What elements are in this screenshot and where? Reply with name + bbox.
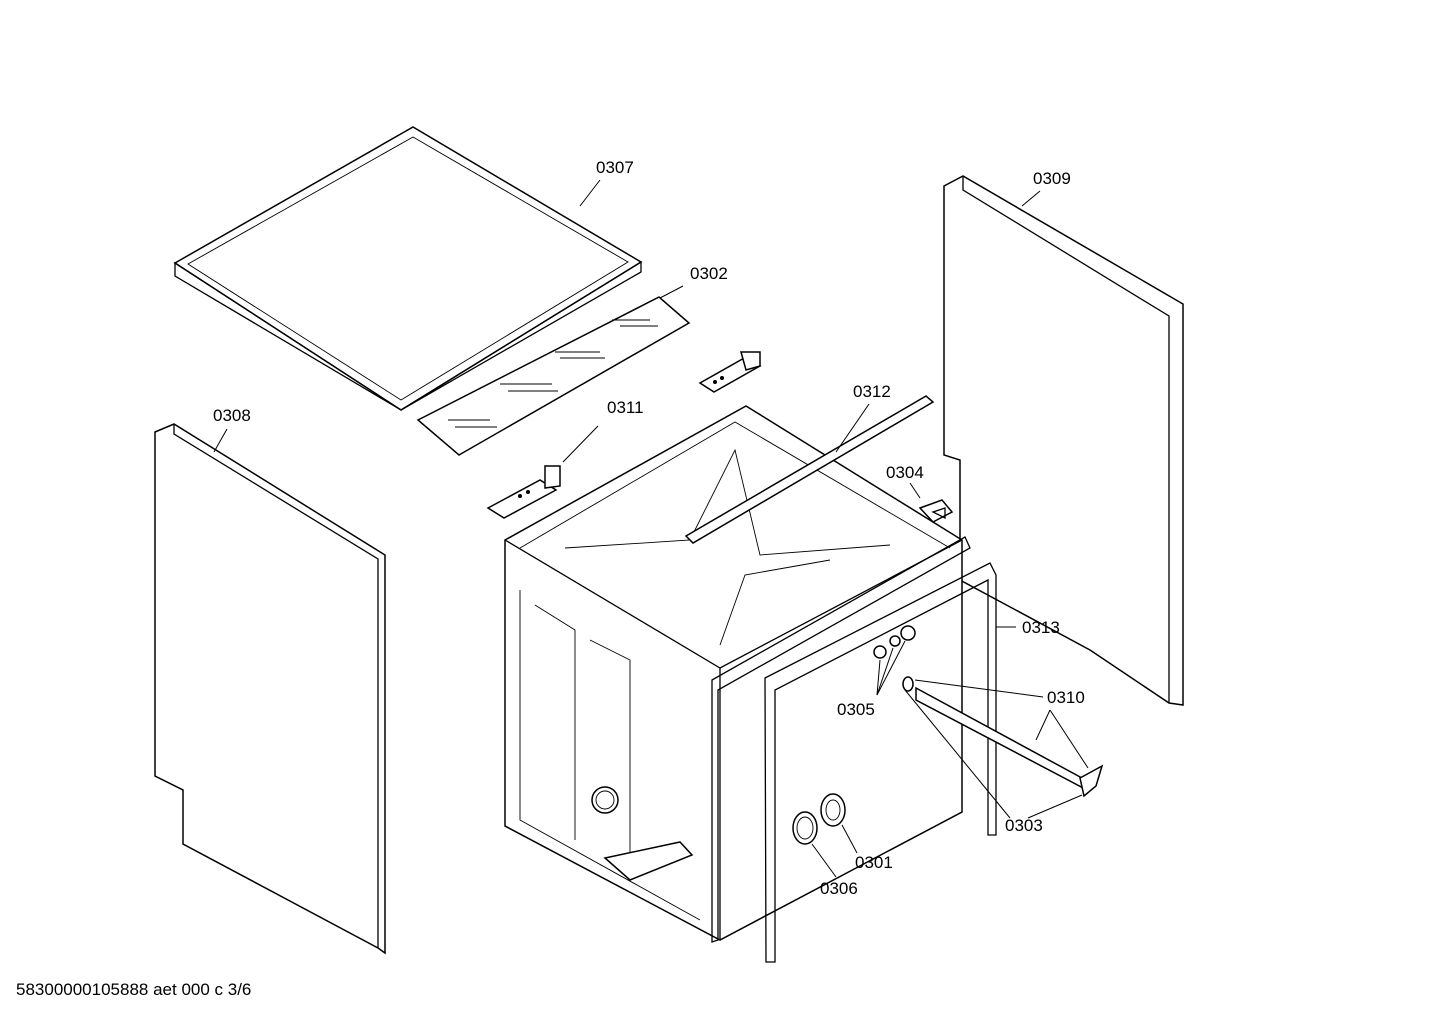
hub-0301 [820, 793, 846, 827]
insulation-mat-0302 [416, 296, 691, 456]
label-0309: 0309 [1033, 169, 1071, 188]
label-0310: 0310 [1047, 688, 1085, 707]
top-cover-0307 [173, 126, 643, 411]
label-0304: 0304 [886, 463, 924, 482]
nuts-0305 [873, 625, 916, 659]
bracket-0311-upper [698, 351, 762, 393]
tub-frame [504, 405, 963, 941]
bracket-0311-lower [486, 465, 561, 519]
label-0303: 0303 [1005, 816, 1043, 835]
document-footer-code: 58300000105888 aet 000 c 3/6 [16, 980, 252, 999]
door-seal-0313 [711, 536, 997, 963]
label-0308: 0308 [213, 406, 251, 425]
rail-0310 [902, 676, 1104, 798]
side-panel-0308 [154, 423, 386, 955]
label-0301: 0301 [855, 853, 893, 872]
label-0305: 0305 [837, 700, 875, 719]
leader-lines [213, 179, 1089, 878]
label-0311: 0311 [607, 398, 644, 417]
clip-0304 [918, 499, 954, 523]
part-labels: 0307 0302 0309 0308 0311 0312 0304 0313 … [213, 158, 1085, 898]
side-panel-0309 [943, 175, 1184, 706]
ring-0306 [792, 811, 818, 845]
strip-0312 [684, 395, 935, 544]
label-0313: 0313 [1022, 618, 1060, 637]
label-0312: 0312 [853, 382, 891, 401]
label-0306: 0306 [820, 879, 858, 898]
label-0307: 0307 [596, 158, 634, 177]
label-0302: 0302 [690, 264, 728, 283]
